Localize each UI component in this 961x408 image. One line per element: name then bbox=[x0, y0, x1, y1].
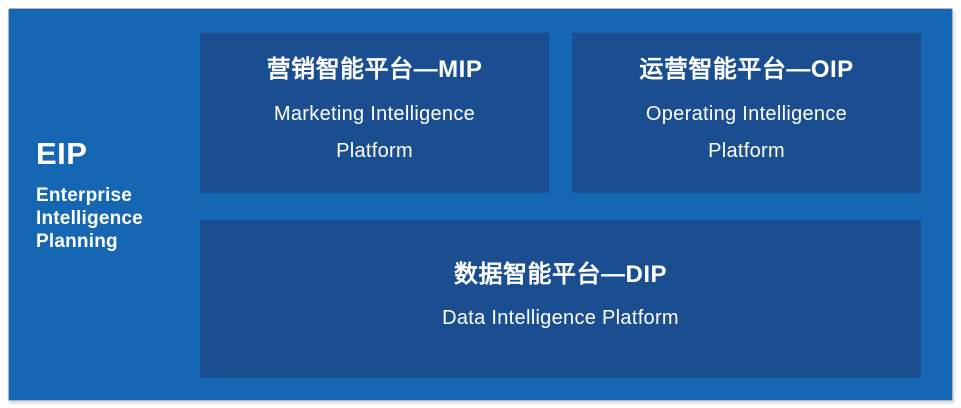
dip-title: 数据智能平台—DIP bbox=[453, 260, 667, 288]
eip-name-line-3: Planning bbox=[36, 231, 118, 253]
eip-name-line-1: Enterprise bbox=[36, 185, 132, 207]
mip-subtitle-line-1: Marketing Intelligence bbox=[273, 102, 476, 125]
dip-subtitle-line-1: Data Intelligence Platform bbox=[442, 307, 679, 330]
oip-title: 运营智能平台—OIP bbox=[639, 56, 854, 84]
mip-platform-box: 营销智能平台—MIP Marketing Intelligence Platfo… bbox=[200, 33, 549, 193]
eip-acronym: EIP bbox=[36, 136, 88, 171]
eip-label-block: EIP Enterprise Intelligence Planning bbox=[36, 136, 143, 253]
eip-panel: EIP Enterprise Intelligence Planning 营销智… bbox=[8, 8, 953, 401]
eip-name-line-2: Intelligence bbox=[36, 208, 143, 230]
eip-full-name: Enterprise Intelligence Planning bbox=[36, 184, 143, 253]
oip-platform-box: 运营智能平台—OIP Operating Intelligence Platfo… bbox=[572, 33, 921, 193]
oip-subtitle-line-2: Platform bbox=[708, 139, 785, 162]
dip-platform-box: 数据智能平台—DIP Data Intelligence Platform bbox=[200, 220, 921, 378]
oip-subtitle-line-1: Operating Intelligence bbox=[645, 102, 848, 125]
mip-subtitle-line-2: Platform bbox=[336, 139, 413, 162]
mip-title: 营销智能平台—MIP bbox=[266, 56, 483, 84]
